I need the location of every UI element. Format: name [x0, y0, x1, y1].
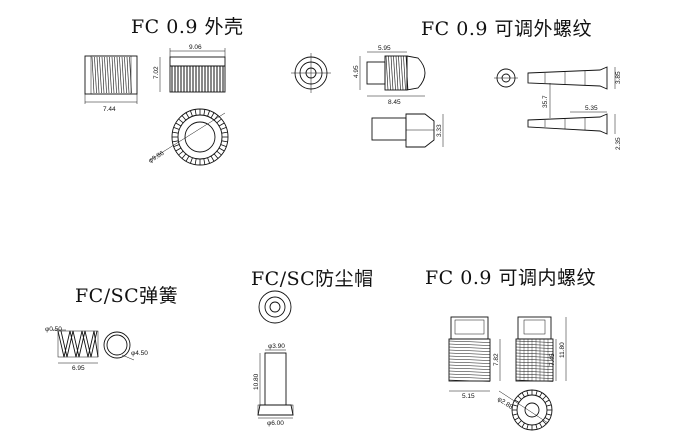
- ext-nut-dim: 3.33: [436, 124, 443, 137]
- boot-tip-dim: 5.35: [585, 105, 598, 112]
- int-thread-side-view: 5.15 7.82: [448, 316, 501, 400]
- ext-nut-view: 3.33: [371, 113, 444, 148]
- spring-od-dim: φ4.50: [131, 350, 148, 357]
- boot-length-dim: 35.7: [542, 95, 549, 108]
- int-diameter-dim: φ2.88: [496, 396, 514, 411]
- title-fc-shell: FC 0.9 外壳: [131, 16, 244, 38]
- shell-length-dim: 7.44: [103, 106, 116, 113]
- boot-side-view-top: 3.85 35.7: [527, 66, 622, 118]
- spring-wire-dim: φ0.50: [45, 326, 62, 333]
- boot-end-view: [494, 68, 518, 88]
- dust-cap-end-view: [258, 290, 292, 324]
- int-h3-dim: 11.80: [559, 342, 566, 358]
- dust-cap-len-dim: 10.80: [253, 373, 260, 390]
- shell-end-view: φ9.86: [147, 108, 229, 166]
- boot-side-view-bottom: 5.35 2.35: [527, 105, 622, 150]
- title-fc-int-thread: FC 0.9 可调内螺纹: [425, 267, 597, 289]
- shell-front-view: 9.06 7.02: [153, 44, 226, 93]
- ext-len-dim: 5.95: [378, 45, 391, 52]
- title-spring: FC/SC弹簧: [75, 285, 179, 307]
- int-thread-end-view: φ2.88: [496, 389, 553, 431]
- ext-total-dim: 8.45: [388, 99, 401, 106]
- int-thread-front-view: 7.45 11.80: [515, 316, 567, 382]
- ext-height-dim: 4.95: [353, 65, 360, 78]
- shell-height-dim: 7.02: [153, 66, 160, 79]
- spring-pitch-dim: 6.95: [72, 365, 85, 372]
- shell-side-view: 7.44: [84, 55, 138, 113]
- spring-side-view: φ0.50 6.95: [45, 326, 99, 372]
- int-width-dim: 5.15: [462, 393, 475, 400]
- dust-cap-top-dim: φ3.90: [268, 343, 285, 350]
- int-h2-dim: 7.45: [549, 353, 556, 366]
- title-dust-cap: FC/SC防尘帽: [251, 268, 374, 290]
- boot-height-dim: 3.85: [615, 71, 622, 84]
- dust-cap-bottom-dim: φ6.00: [267, 420, 284, 427]
- spring-end-view: φ4.50: [103, 331, 148, 361]
- dust-cap-side-view: φ3.90 10.80 φ6.00: [253, 343, 294, 427]
- shell-diameter-dim: φ9.86: [147, 150, 165, 165]
- shell-width-dim: 9.06: [189, 44, 202, 51]
- ext-thread-side-view: 5.95 4.95 8.45: [353, 45, 426, 106]
- ext-thread-end-view: [291, 53, 331, 93]
- title-fc-ext-thread: FC 0.9 可调外螺纹: [421, 18, 593, 40]
- int-h1-dim: 7.82: [493, 353, 500, 366]
- boot-tip-height-dim: 2.35: [615, 137, 622, 150]
